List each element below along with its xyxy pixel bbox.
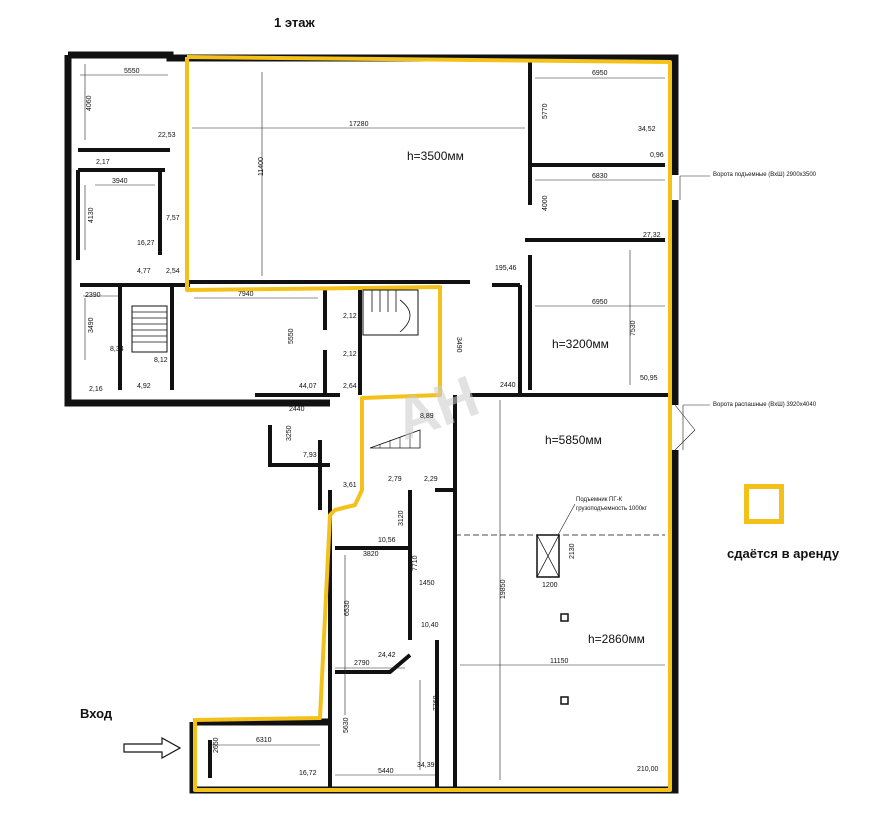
dimension-label: 16,72	[299, 770, 317, 777]
dimension-label: 3120	[398, 510, 405, 526]
height-label: h=3500мм	[407, 149, 464, 163]
dimension-label: 4130	[88, 207, 95, 223]
callout-text: Ворота распашные (ВхШ) 3920х4040	[713, 402, 817, 408]
dimension-label: 7940	[238, 291, 254, 298]
dimension-label: 2440	[289, 406, 305, 413]
walls	[64, 51, 679, 794]
dimension-label: 2130	[569, 543, 576, 559]
dimension-label: 2,17	[96, 159, 110, 166]
dimension-label: 10,56	[378, 537, 396, 544]
dimension-label: 2,29	[424, 476, 438, 483]
height-label: h=2860мм	[588, 632, 645, 646]
dimension-label: 2790	[354, 660, 370, 667]
dimension-label: 50,95	[640, 375, 658, 382]
dimension-label: 3,61	[343, 482, 357, 489]
dimension-label: 5440	[378, 768, 394, 775]
dimension-label: 7710	[412, 555, 419, 571]
dimension-label: 4000	[542, 195, 549, 211]
dimension-label: 2390	[85, 292, 101, 299]
dimension-label: 2,79	[388, 476, 402, 483]
dimension-label: 19850	[500, 579, 507, 599]
dimension-label: 11150	[550, 658, 569, 665]
dimension-label: 3490	[88, 317, 95, 333]
dimension-label: 4,77	[137, 268, 151, 275]
dimension-label: 22,53	[158, 132, 176, 139]
dimension-label: 7,57	[166, 215, 180, 222]
dimension-label: 195,46	[495, 265, 517, 272]
height-label: h=3200мм	[552, 337, 609, 351]
dimension-label: 2,16	[89, 386, 103, 393]
dimension-label: 34,39	[417, 762, 435, 769]
dimension-label: 8,34	[110, 346, 124, 353]
lift	[536, 534, 560, 578]
dimension-label: 6310	[256, 737, 272, 744]
column	[560, 696, 569, 705]
dimension-label: 7530	[630, 320, 637, 336]
dimension-label: 5550	[124, 68, 140, 75]
callout-text: Подъемник ПГ-К	[576, 497, 623, 503]
floor-title: 1 этаж	[274, 15, 315, 30]
dimension-label: 24,42	[378, 652, 396, 659]
rented-area-outline	[185, 55, 672, 792]
legend-label: сдаётся в аренду	[727, 546, 840, 561]
gate-callout-swing-gate: Ворота распашные (ВхШ) 3920х4040	[674, 402, 817, 451]
dimension-label: 4,92	[137, 383, 151, 390]
dimension-label: 34,52	[638, 126, 656, 133]
dimension-label: 3820	[363, 551, 379, 558]
dimension-label: 11400	[258, 157, 265, 176]
dimension-label: 7760	[433, 695, 440, 711]
watermark: AH	[386, 363, 487, 453]
entrance-label: Вход	[80, 706, 113, 721]
height-label: h=5850мм	[545, 433, 602, 447]
dimension-label: 1200	[542, 582, 558, 589]
dimension-label: 3250	[286, 425, 293, 441]
dimension-label: 6830	[592, 173, 608, 180]
dimension-label: 27,32	[643, 232, 661, 239]
dimension-label: 6950	[592, 70, 608, 77]
stairs-middle	[369, 429, 421, 449]
stairs-left	[131, 305, 168, 353]
dimension-label: 5630	[343, 717, 350, 733]
dimension-label: 16,27	[137, 240, 155, 247]
dimension-labels: 5550 4060 22,53 2,17 3940 4130 7,57 16,2…	[85, 68, 664, 777]
dimension-label: 2,12	[343, 351, 357, 358]
dimension-label: 3490	[455, 337, 462, 353]
callout-text: Ворота подъемные (ВхШ) 2900х3500	[713, 172, 817, 178]
dimension-label: 8,89	[420, 413, 434, 420]
dimension-lines	[80, 64, 665, 780]
dimension-label: 2,54	[166, 268, 180, 275]
dimension-label: 3940	[112, 178, 128, 185]
dimension-label: 4060	[86, 95, 93, 111]
dimension-label: 2,64	[343, 383, 357, 390]
dimension-label: 7,93	[303, 452, 317, 459]
arrow-right-icon	[123, 736, 182, 760]
legend-swatch	[744, 484, 784, 524]
dimension-label: 2650	[213, 737, 220, 753]
dimension-label: 2,12	[343, 313, 357, 320]
stairs-top	[362, 289, 419, 336]
dimension-label: 6530	[344, 600, 351, 616]
callout-text: грузоподъемность 1000кг	[576, 506, 648, 512]
dimension-label: 2440	[500, 382, 516, 389]
dimension-label: 5550	[288, 328, 295, 344]
dimension-label: 8,12	[154, 357, 168, 364]
dimension-label: 0,96	[650, 152, 664, 159]
gate-callout-lift-gate: Ворота подъемные (ВхШ) 2900х3500	[679, 172, 817, 200]
dimension-label: 210,00	[637, 766, 659, 773]
dimension-label: 6950	[592, 299, 608, 306]
dimension-label: 17280	[349, 121, 369, 128]
lift-callout: Подъемник ПГ-К грузоподъемность 1000кг	[557, 497, 648, 536]
dimension-label: 44,07	[299, 383, 317, 390]
dimension-label: 10,40	[421, 622, 439, 629]
column	[560, 613, 569, 622]
dimension-label: 5770	[542, 103, 549, 119]
dimension-label: 1450	[419, 580, 435, 587]
